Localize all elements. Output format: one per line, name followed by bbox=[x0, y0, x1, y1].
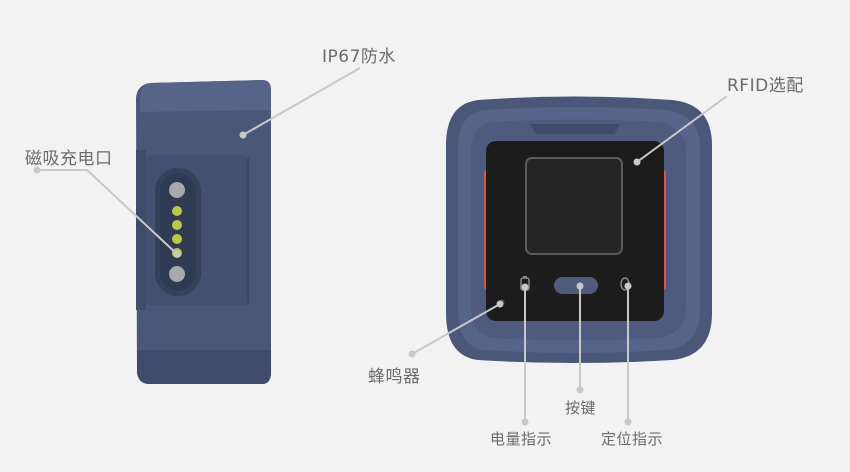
pogo-pin bbox=[169, 266, 185, 282]
magnetic-charging-port bbox=[155, 168, 201, 296]
push-button bbox=[554, 277, 598, 294]
callout-line-ip67 bbox=[242, 67, 361, 136]
callout-line-rfid bbox=[636, 95, 728, 163]
label-ip67: IP67防水 bbox=[322, 47, 396, 67]
label-rfid: RFID选配 bbox=[727, 76, 804, 96]
label-location-indicator: 定位指示 bbox=[601, 430, 664, 448]
side-view-device bbox=[136, 80, 271, 384]
label-magnetic-charging: 磁吸充电口 bbox=[25, 149, 113, 169]
callout-line-charging bbox=[37, 169, 178, 255]
callout-dots bbox=[33, 131, 641, 426]
callout-lines bbox=[37, 67, 728, 422]
label-battery-indicator: 电量指示 bbox=[490, 430, 553, 448]
rfid-window bbox=[525, 157, 623, 255]
callout-line-buzzer bbox=[411, 303, 501, 355]
pogo-pin bbox=[169, 182, 185, 198]
label-button: 按键 bbox=[565, 399, 597, 417]
front-view-device bbox=[446, 96, 712, 363]
label-buzzer: 蜂鸣器 bbox=[368, 367, 421, 387]
pogo-pin bbox=[172, 220, 182, 230]
pogo-pin bbox=[172, 234, 182, 244]
pogo-pin bbox=[172, 206, 182, 216]
